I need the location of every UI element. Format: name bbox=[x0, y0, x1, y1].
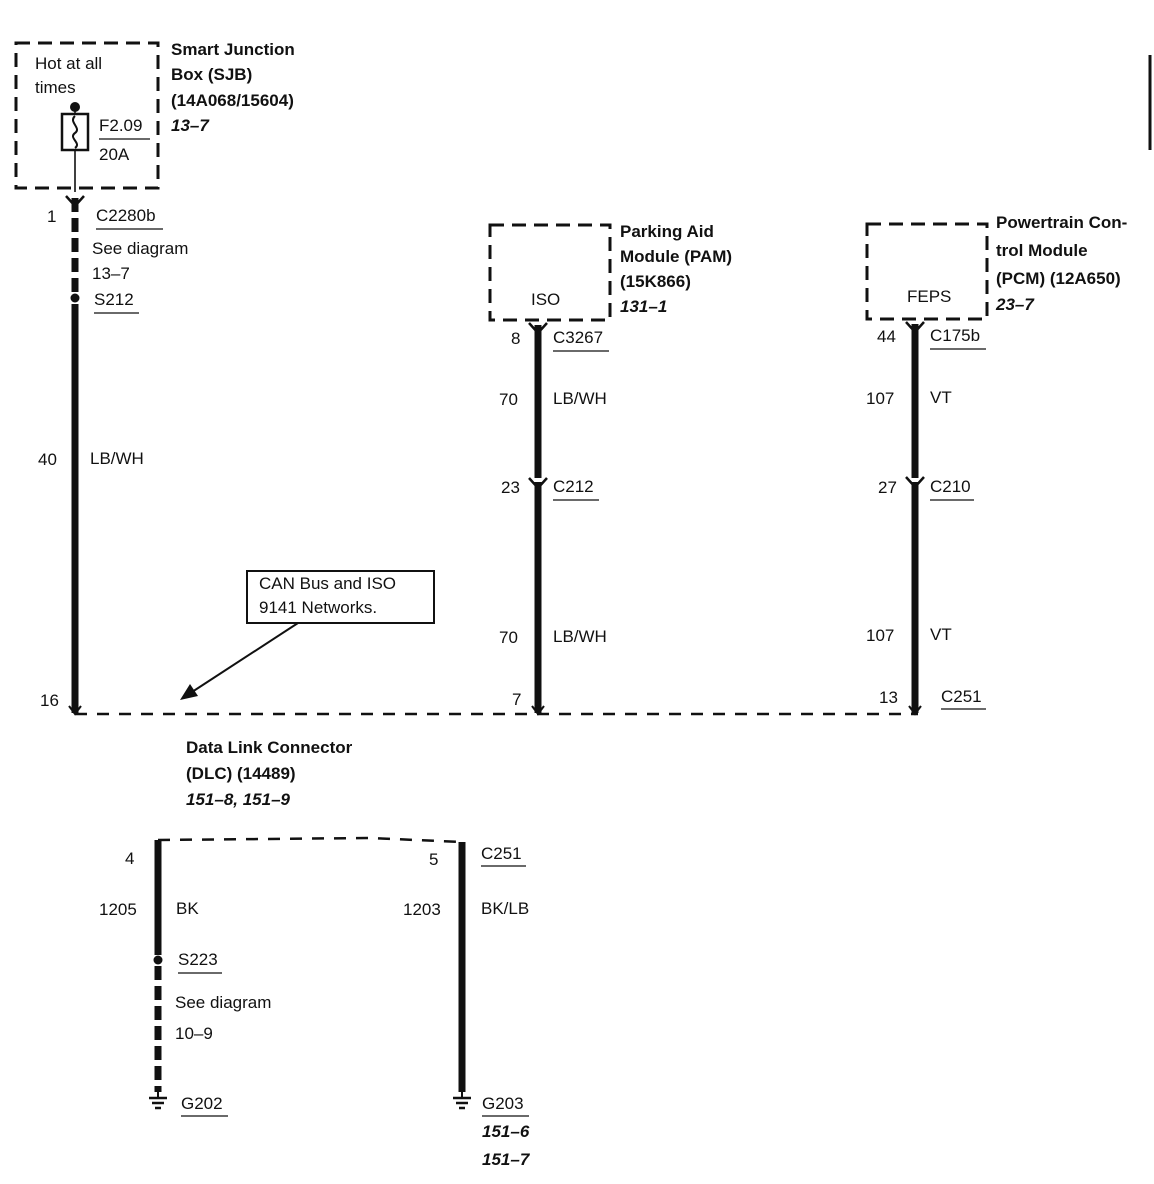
splice-s223-icon bbox=[153, 955, 163, 965]
fuse-icon bbox=[60, 112, 90, 152]
sjb-name-line2: Box (SJB) bbox=[171, 65, 252, 84]
ground-left-circuit: 1205 bbox=[99, 900, 137, 919]
sjb-fuse-rating: 20A bbox=[99, 145, 130, 164]
pam-color-upper: LB/WH bbox=[553, 389, 607, 408]
left-pin-top: 1 bbox=[47, 207, 56, 226]
ground-left-color: BK bbox=[176, 899, 199, 918]
pcm-box bbox=[865, 222, 989, 321]
pam-name-line1: Parking Aid bbox=[620, 222, 714, 241]
ground-right-connector-c251: C251 bbox=[481, 844, 522, 863]
sjb-ref: 13–7 bbox=[171, 116, 210, 135]
pam-box-label: ISO bbox=[531, 290, 560, 309]
pcm-name-line2: trol Module bbox=[996, 241, 1088, 260]
pam-circuit-upper: 70 bbox=[499, 390, 518, 409]
pcm-color-lower: VT bbox=[930, 625, 952, 644]
sjb-name-line1: Smart Junction bbox=[171, 40, 295, 59]
pam-name-line2: Module (PAM) bbox=[620, 247, 732, 266]
left-pin-bottom: 16 bbox=[40, 691, 59, 710]
left-circuit: 40 bbox=[38, 450, 57, 469]
ground-left-g202: G202 bbox=[181, 1094, 223, 1113]
left-see-line2: 13–7 bbox=[92, 264, 130, 283]
pcm-circuit-lower: 107 bbox=[866, 626, 894, 645]
splice-s212-icon bbox=[70, 293, 80, 303]
pcm-box-label: FEPS bbox=[907, 287, 951, 306]
callout-arrow-head-icon bbox=[180, 684, 198, 700]
ground-g203-icon bbox=[453, 1092, 471, 1110]
dlc-refs: 151–8, 151–9 bbox=[186, 790, 291, 809]
pcm-connector-c210: C210 bbox=[930, 477, 971, 496]
sjb-fuse-id: F2.09 bbox=[99, 116, 142, 135]
ground-right-ref1: 151–6 bbox=[482, 1122, 530, 1141]
pcm-name-line1: Powertrain Con- bbox=[996, 213, 1127, 232]
pcm-circuit-upper: 107 bbox=[866, 389, 894, 408]
pam-pin-top: 8 bbox=[511, 329, 520, 348]
ground-right-pin: 5 bbox=[429, 850, 438, 869]
pcm-name-line3: (PCM) (12A650) bbox=[996, 269, 1121, 288]
pam-pin-bottom: 7 bbox=[512, 690, 521, 709]
ground-left-splice-s223: S223 bbox=[178, 950, 218, 969]
left-see-line1: See diagram bbox=[92, 239, 188, 258]
callout-line2: 9141 Networks. bbox=[259, 598, 377, 617]
pam-name-line3: (15K866) bbox=[620, 272, 691, 291]
left-color: LB/WH bbox=[90, 449, 144, 468]
ground-left-see-line1: See diagram bbox=[175, 993, 271, 1012]
left-connector-c2280b: C2280b bbox=[96, 206, 156, 225]
pam-connector-c3267: C3267 bbox=[553, 328, 603, 347]
pcm-pin-mid: 27 bbox=[878, 478, 897, 497]
sjb-name-line3: (14A068/15604) bbox=[171, 91, 294, 110]
pam-box bbox=[488, 223, 612, 322]
ground-bus-line bbox=[157, 836, 463, 844]
ground-right-circuit: 1203 bbox=[403, 900, 441, 919]
ground-left-pin: 4 bbox=[125, 849, 134, 868]
callout-arrow-line bbox=[191, 622, 299, 693]
ground-g202-icon bbox=[149, 1092, 167, 1110]
pcm-ref: 23–7 bbox=[995, 295, 1035, 314]
callout-line1: CAN Bus and ISO bbox=[259, 574, 396, 593]
pam-color-lower: LB/WH bbox=[553, 627, 607, 646]
pcm-connector-c251: C251 bbox=[941, 687, 982, 706]
sjb-box bbox=[14, 41, 160, 190]
dlc-name-line1: Data Link Connector bbox=[186, 738, 353, 757]
pcm-color-upper: VT bbox=[930, 388, 952, 407]
sjb-hot-line1: Hot at all bbox=[35, 54, 102, 73]
left-splice-s212: S212 bbox=[94, 290, 134, 309]
pam-ref: 131–1 bbox=[620, 297, 667, 316]
dlc-name-line2: (DLC) (14489) bbox=[186, 764, 296, 783]
pam-circuit-lower: 70 bbox=[499, 628, 518, 647]
ground-right-g203: G203 bbox=[482, 1094, 524, 1113]
pam-pin-mid: 23 bbox=[501, 478, 520, 497]
pam-connector-c212: C212 bbox=[553, 477, 594, 496]
pcm-connector-c175b: C175b bbox=[930, 326, 980, 345]
pcm-pin-top: 44 bbox=[877, 327, 896, 346]
ground-right-color: BK/LB bbox=[481, 899, 529, 918]
callout-box bbox=[246, 570, 435, 624]
ground-left-see-line2: 10–9 bbox=[175, 1024, 213, 1043]
ground-right-ref2: 151–7 bbox=[482, 1150, 531, 1169]
sjb-hot-line2: times bbox=[35, 78, 76, 97]
pcm-pin-bottom: 13 bbox=[879, 688, 898, 707]
